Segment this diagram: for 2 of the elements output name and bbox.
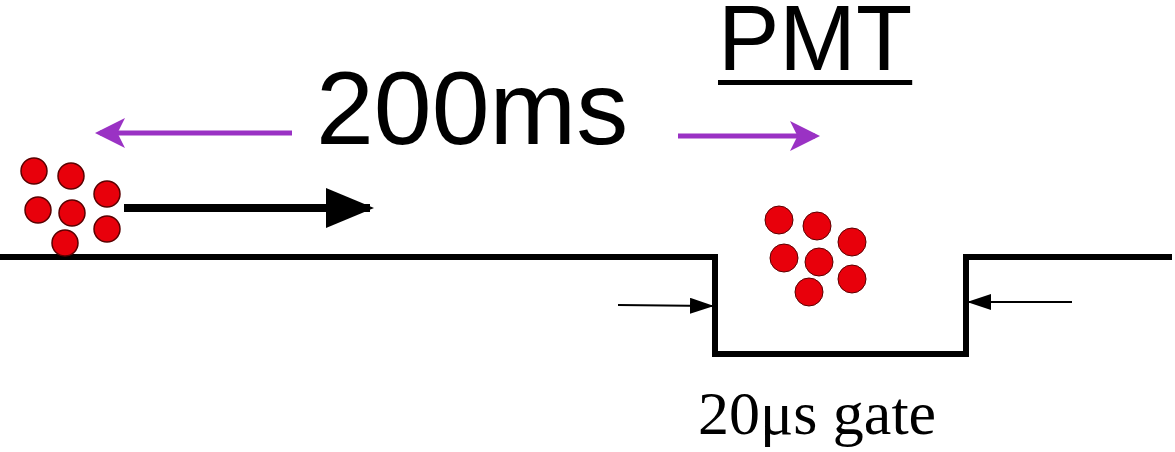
detector-label: PMT	[718, 0, 913, 84]
time-label: 200ms	[316, 56, 629, 160]
